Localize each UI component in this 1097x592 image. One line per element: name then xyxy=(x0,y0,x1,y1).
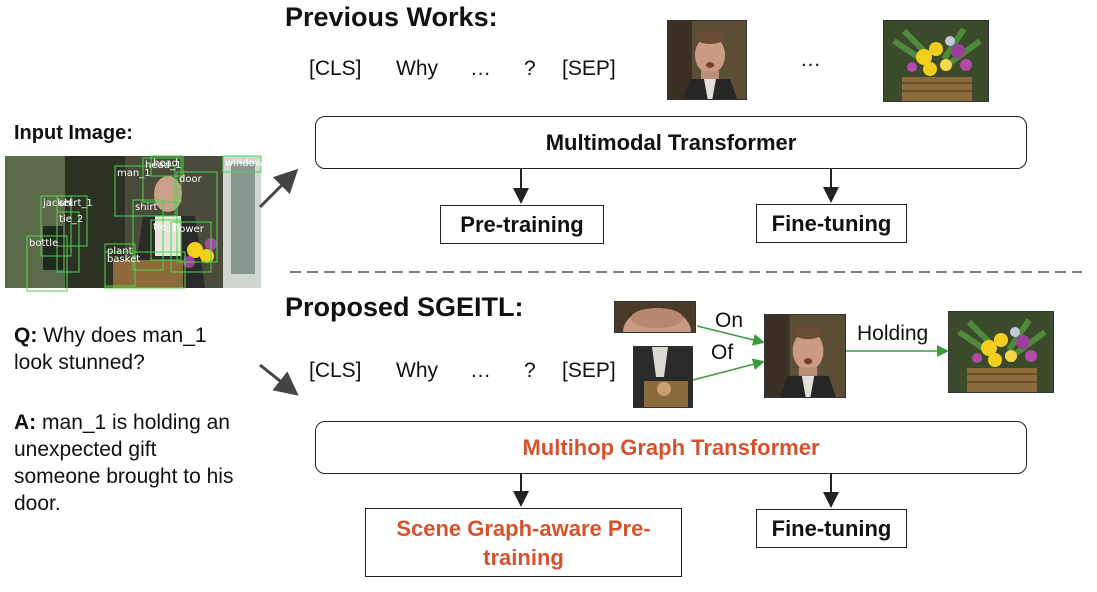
answer-line-4: door. xyxy=(14,492,61,515)
edge-label-on: On xyxy=(715,309,744,332)
input-image-scene xyxy=(5,156,261,288)
prev-token-cls: [CLS] xyxy=(309,57,362,80)
man-face-picture xyxy=(668,21,746,99)
multihop-graph-transformer-box: Multihop Graph Transformer xyxy=(315,421,1027,474)
prev-token-why: Why xyxy=(396,57,438,80)
sg-pretraining-box: Scene Graph-aware Pre- training xyxy=(365,508,682,577)
prev-man-image xyxy=(667,20,747,100)
edge-label-holding: Holding xyxy=(857,322,929,345)
question-line-2: look stunned? xyxy=(14,351,145,374)
sg-pretraining-label-line-1: Scene Graph-aware Pre- xyxy=(396,515,651,541)
prev-pretraining-label: Pre-training xyxy=(460,211,584,237)
answer-text-1: man_1 is holding an xyxy=(42,411,230,434)
jacket-crop-image xyxy=(633,346,693,408)
prev-finetuning-box: Fine-tuning xyxy=(756,204,907,243)
prev-token-sep: [SEP] xyxy=(562,57,616,80)
sg-pretraining-label: Scene Graph-aware Pre- training xyxy=(396,514,650,572)
prev-finetuning-label: Fine-tuning xyxy=(771,210,892,236)
answer-line-1: A: man_1 is holding an xyxy=(14,409,233,436)
answer-prefix: A: xyxy=(14,411,37,434)
flower-basket-picture xyxy=(884,21,988,101)
multihop-graph-transformer-label: Multihop Graph Transformer xyxy=(522,434,820,460)
prop-token-why: Why xyxy=(396,359,438,382)
input-image-label: Input Image: xyxy=(14,122,133,144)
prev-flower-image xyxy=(883,20,989,102)
proposed-title: Proposed SGEITL: xyxy=(285,292,524,322)
multimodal-transformer-box: Multimodal Transformer xyxy=(315,116,1027,169)
jacket-crop-picture xyxy=(634,347,692,407)
question-prefix: Q: xyxy=(14,324,38,347)
head-crop-image xyxy=(614,301,696,333)
man-node-image xyxy=(764,314,846,398)
prop-token-question: ? xyxy=(524,359,536,382)
prev-image-ellipsis: … xyxy=(800,48,821,71)
question-block: Q: Why does man_1 look stunned? xyxy=(14,322,207,376)
prop-token-sep: [SEP] xyxy=(562,359,616,382)
previous-works-title: Previous Works: xyxy=(285,2,498,32)
answer-line-2: unexpected gift xyxy=(14,438,157,461)
prop-finetuning-box: Fine-tuning xyxy=(756,509,907,548)
edge-label-of: Of xyxy=(711,341,734,364)
input-to-proposed-arrow xyxy=(259,363,299,396)
multimodal-transformer-label: Multimodal Transformer xyxy=(545,129,797,155)
sg-pretraining-label-line-2: training xyxy=(483,544,564,570)
head-crop-picture xyxy=(615,302,695,332)
question-line-1: Q: Why does man_1 xyxy=(14,322,207,349)
answer-line-3: someone brought to his xyxy=(14,465,234,488)
prop-token-ellipsis: … xyxy=(470,359,491,382)
flower-node-picture xyxy=(949,312,1053,392)
prev-token-ellipsis: … xyxy=(470,57,491,80)
question-text-1: Why does man_1 xyxy=(43,324,207,347)
prev-pretraining-box: Pre-training xyxy=(440,205,604,244)
prop-finetuning-label: Fine-tuning xyxy=(771,515,892,541)
input-image xyxy=(5,156,261,288)
prop-token-cls: [CLS] xyxy=(309,359,362,382)
prev-token-question: ? xyxy=(524,57,536,80)
answer-block: A: man_1 is holding an unexpected gift s… xyxy=(14,409,233,517)
man-node-picture xyxy=(765,315,845,397)
input-to-previous-arrow xyxy=(258,168,299,209)
flower-node-image xyxy=(948,311,1054,393)
